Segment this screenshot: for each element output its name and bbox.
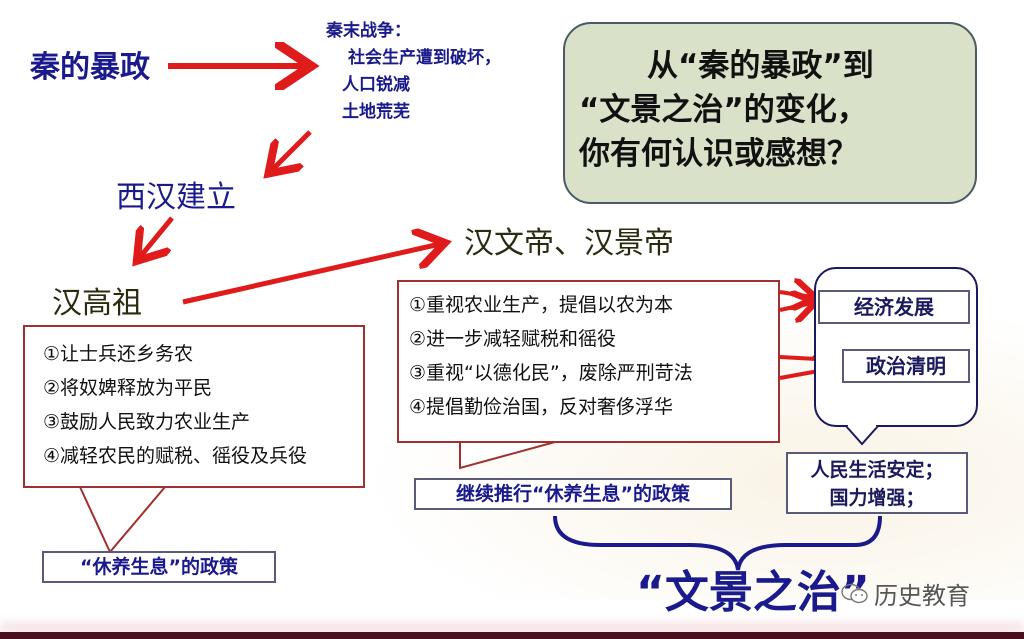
bottom-bar: [0, 632, 1024, 639]
arrow-war-to-xihan: [272, 130, 312, 170]
policy-item: ②进一步减轻赋税和徭役: [409, 328, 617, 350]
qin-war-line: 社会生产遭到破坏，: [348, 48, 501, 68]
gaozu-policies-callout: ①让士兵还乡务农 ②将奴婢释放为平民 ③鼓励人民致力农业生产 ④减轻农民的赋税、…: [23, 325, 365, 488]
wenjing-policies-callout: ①重视农业生产，提倡以农为本 ②进一步减轻赋税和徭役 ③重视“以德化民”，废除严…: [397, 280, 780, 443]
policy-item: ④提倡勤俭治国，反对奢侈浮华: [409, 396, 674, 418]
result-economy: 经济发展: [818, 290, 970, 324]
qin-war-line: 人口锐减: [342, 75, 410, 95]
result-people: 人民生活安定； 国力增强；: [786, 452, 968, 514]
question-line: 从“秦的暴政”到: [647, 48, 874, 84]
arrow-xihan-to-gaozu: [140, 216, 174, 257]
policy-item: ③鼓励人民致力农业生产: [43, 411, 251, 433]
callout-tail-gaozu: [79, 486, 166, 554]
result-people-line: 人民生活安定；: [810, 459, 944, 481]
node-qin-war: 秦末战争： 社会生产遭到破坏， 人口锐减 土地荒芜: [326, 18, 501, 126]
policy-item: ④减轻农民的赋税、徭役及兵役: [43, 445, 308, 467]
policy-item: ③重视“以德化民”，废除严刑苛法: [409, 362, 693, 384]
node-qin-tyranny: 秦的暴政: [30, 50, 150, 85]
gaozu-policy-label: “休养生息”的政策: [42, 551, 276, 583]
result-people-line: 国力增强；: [829, 487, 925, 509]
result-politics: 政治清明: [842, 349, 970, 383]
question-box: 从“秦的暴政”到 “文景之治”的变化， 你有何认识或感想？: [563, 22, 977, 204]
qin-war-title: 秦末战争：: [326, 21, 411, 41]
question-line: “文景之治”的变化，: [579, 92, 868, 128]
wenjing-policy-label: 继续推行“休养生息”的政策: [414, 478, 732, 510]
node-han-gaozu: 汉高祖: [52, 286, 142, 321]
conclusion-wen-jing-rule: “文景之治”: [636, 567, 870, 618]
watermark-text: 历史教育: [874, 582, 970, 610]
watermark: 历史教育: [840, 576, 970, 611]
qin-war-line: 土地荒芜: [342, 102, 410, 122]
node-wen-jing-emperors: 汉文帝、汉景帝: [464, 226, 674, 261]
wechat-icon: [841, 583, 868, 603]
node-western-han: 西汉建立: [116, 180, 236, 215]
policy-item: ①让士兵还乡务农: [43, 343, 194, 365]
policy-item: ②将奴婢释放为平民: [43, 377, 213, 399]
policy-item: ①重视农业生产，提倡以农为本: [409, 294, 674, 316]
question-line: 你有何认识或感想？: [579, 136, 858, 172]
